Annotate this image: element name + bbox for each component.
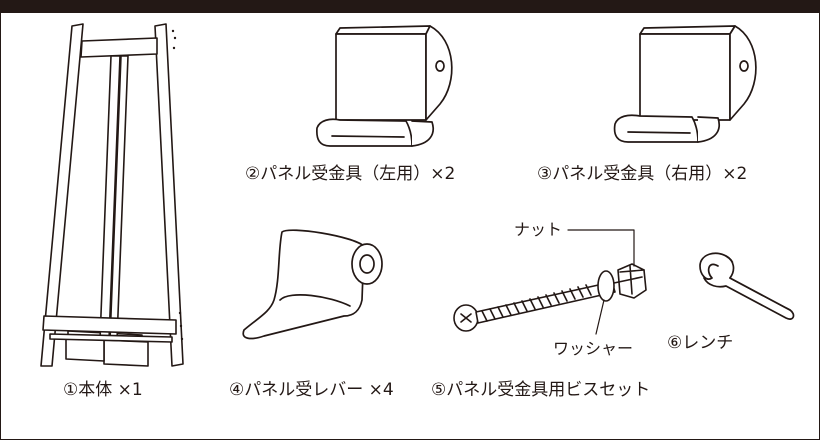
right-panel-bracket-drawing: [613, 25, 757, 143]
bolt-set-drawing: [453, 263, 647, 332]
callout-lines: [567, 229, 635, 335]
left-panel-bracket-drawing: [316, 25, 453, 147]
part-label-lever: ④パネル受レバー ×4: [229, 380, 394, 400]
easel-body-drawing: [40, 23, 184, 367]
wrench-drawing: [699, 252, 795, 320]
part-label-body: ①本体 ×1: [63, 380, 143, 400]
callout-nut: ナット: [514, 220, 563, 239]
callout-washer: ワッシャー: [553, 339, 634, 358]
part-label-wrench: ⑥レンチ: [667, 333, 734, 353]
part-label-right-bracket: ③パネル受金具（右用）×2: [537, 164, 748, 184]
panel-lever-drawing: [242, 229, 383, 340]
part-label-left-bracket: ②パネル受金具（左用）×2: [245, 164, 456, 184]
part-label-bolt-set: ⑤パネル受金具用ビスセット: [431, 380, 651, 400]
header-bar: [0, 0, 820, 13]
